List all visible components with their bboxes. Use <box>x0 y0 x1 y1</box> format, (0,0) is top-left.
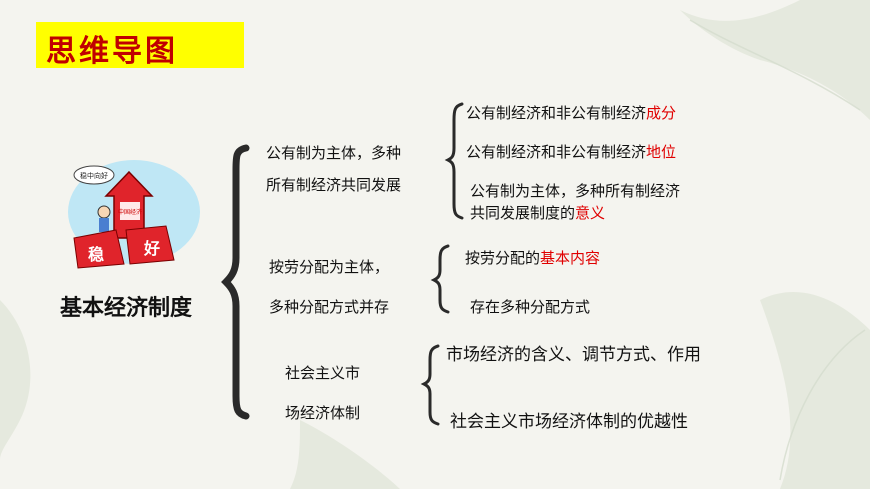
branch3-label-line2: 场经济体制 <box>285 404 361 422</box>
economy-illustration: 稳中向好 中国经济 稳 好 <box>68 160 200 269</box>
branch2-leaf1: 按劳分配的基本内容 <box>465 247 600 269</box>
block-wen <box>73 229 125 269</box>
figure <box>97 205 111 232</box>
branch1-label-line2: 所有制经济共同发展 <box>266 176 402 194</box>
cloud-shape: 稳中向好 <box>73 165 115 185</box>
house-text: 中国经济 <box>118 208 142 216</box>
branch3-brace <box>420 344 440 426</box>
branch2-brace <box>430 244 450 314</box>
branch1-brace <box>444 102 464 220</box>
branch2-label-line2: 多种分配方式并存 <box>269 298 390 316</box>
leaf-highlight: 成分 <box>646 104 677 122</box>
block-wen-text: 稳 <box>88 245 104 264</box>
leaf-text: 按劳分配的 <box>465 249 541 267</box>
branch2-label-line1: 按劳分配为主体， <box>269 258 390 276</box>
leaf-highlight: 地位 <box>646 143 677 161</box>
leaf-highlight: 意义 <box>575 204 606 222</box>
root-brace <box>221 144 250 420</box>
branch1-leaf3-line1: 公有制为主体，多种所有制经济 <box>470 182 681 200</box>
leaf-highlight: 基本内容 <box>540 249 601 267</box>
branch1-leaf2: 公有制经济和非公有制经济地位 <box>466 141 676 163</box>
leaf-text: 共同发展制度的 <box>470 204 576 222</box>
branch3-label-line1: 社会主义市 <box>285 364 361 382</box>
title-banner: 思维导图 <box>36 22 244 69</box>
branch3-leaf1: 市场经济的含义、调节方式、作用 <box>446 345 701 365</box>
branch1-label-line1: 公有制为主体，多种 <box>266 144 402 162</box>
block-hao-text: 好 <box>143 239 160 258</box>
leaf-text: 公有制经济和非公有制经济 <box>466 143 647 161</box>
branch2-leaf2: 存在多种分配方式 <box>470 298 591 316</box>
cloud-text: 稳中向好 <box>80 171 108 180</box>
block-hao <box>125 225 175 265</box>
root-node-label: 基本经济制度 <box>60 296 193 321</box>
branch1-leaf1: 公有制经济和非公有制经济成分 <box>466 102 676 124</box>
page-title: 思维导图 <box>46 34 178 69</box>
branch3-leaf2: 社会主义市场经济体制的优越性 <box>450 412 688 432</box>
branch1-leaf3-line2: 共同发展制度的意义 <box>470 202 605 224</box>
leaf-text: 公有制经济和非公有制经济 <box>466 104 647 122</box>
